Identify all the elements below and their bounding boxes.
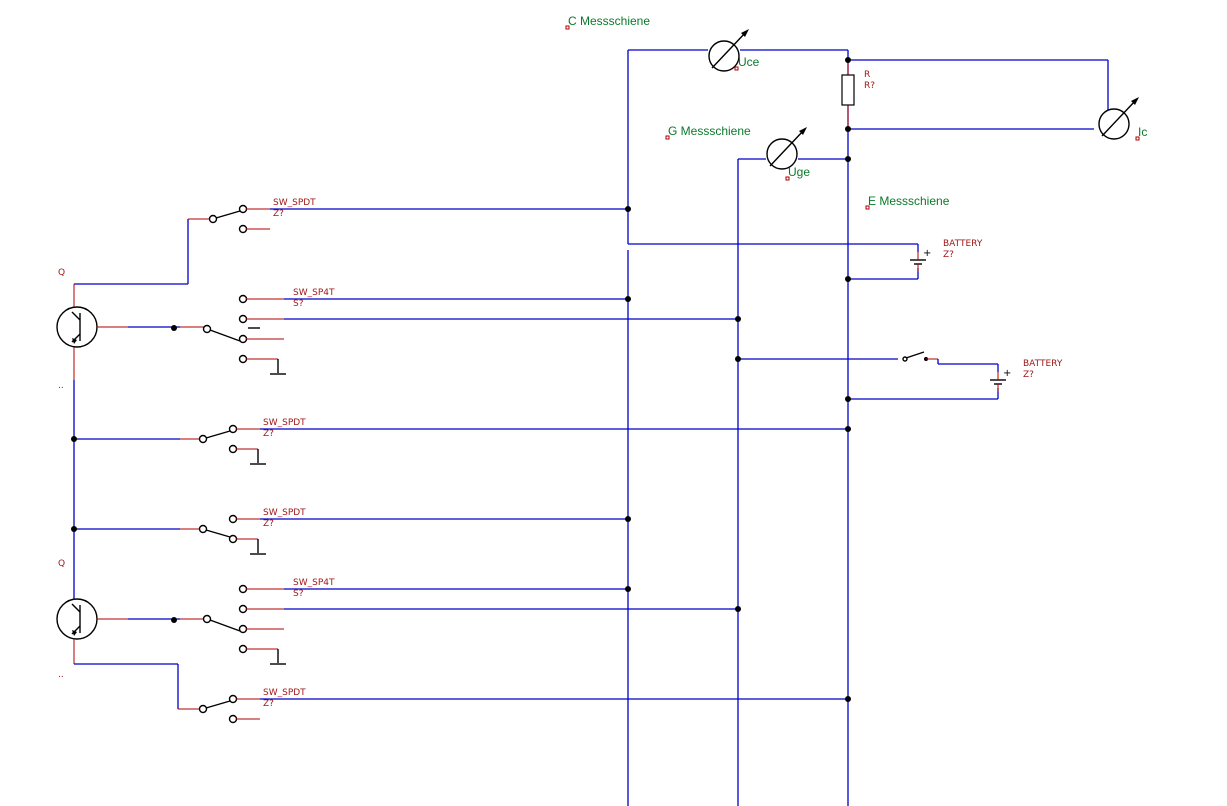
bus-label-c[interactable]: C Messschiene [565, 14, 650, 30]
switch-1-spdt[interactable]: SW_SPDT Z? [74, 198, 628, 285]
switch-2-sp4t[interactable]: SW_SP4T S? [180, 288, 738, 375]
junction-dot [625, 296, 631, 302]
switch-1-ref: SW_SPDT [273, 198, 316, 208]
battery-2-plus: + [1003, 368, 1011, 379]
switch-6-value: Z? [263, 699, 274, 709]
battery-1-plus: + [923, 248, 931, 259]
switch-4-ref: SW_SPDT [263, 508, 306, 518]
battery-1-ref: BATTERY [943, 239, 983, 249]
switch-3-value: Z? [263, 429, 274, 439]
junction-dot [845, 696, 851, 702]
meter-uge-label: Uge [788, 165, 810, 179]
battery-2-value: Z? [1023, 370, 1034, 380]
resistor-body [841, 74, 855, 106]
transistor-1-value: .. [58, 381, 64, 391]
meter-uce-label: Uce [738, 55, 760, 69]
junction-dot [735, 606, 741, 612]
resistor-value: R? [864, 81, 875, 91]
transistor-1-ref: Q [58, 268, 65, 278]
meter-uce[interactable]: Uce [708, 29, 760, 72]
junction-dot [71, 436, 77, 442]
bus-label-g[interactable]: G Messschiene [665, 124, 751, 140]
junction-dot [845, 276, 851, 282]
switch-3-ref: SW_SPDT [263, 418, 306, 428]
switch-5-ref: SW_SP4T [293, 578, 335, 588]
switch-6-spdt[interactable]: SW_SPDT Z? [74, 663, 848, 724]
junction-dot [735, 356, 741, 362]
junction-dot [625, 516, 631, 522]
resistor[interactable]: R R? [841, 60, 875, 129]
meter-uce-port [734, 66, 739, 71]
bus-wires [627, 49, 1109, 806]
switch-5-value: S? [293, 589, 304, 599]
meter-uge-port [785, 176, 790, 181]
battery-2-ref: BATTERY [1023, 359, 1063, 369]
bus-label-c-text: C Messschiene [568, 14, 650, 28]
meter-ic-port [1135, 136, 1140, 141]
battery-1[interactable]: + BATTERY Z? [910, 239, 983, 272]
switch-4-value: Z? [263, 519, 274, 529]
switch-6-ref: SW_SPDT [263, 688, 306, 698]
switch-2-ref: SW_SP4T [293, 288, 335, 298]
switch-3-spdt[interactable]: SW_SPDT Z? [74, 418, 848, 465]
transistor-2-ref: Q [58, 559, 65, 569]
transistor-1[interactable]: Q .. [56, 268, 128, 391]
junction-dot [625, 206, 631, 212]
junction-dot [845, 57, 851, 63]
junction-dot [625, 586, 631, 592]
junction-dot [171, 617, 177, 623]
junctions [71, 57, 851, 702]
transistor-2-value: .. [58, 670, 64, 680]
bus-label-e-text: E Messschiene [868, 194, 950, 208]
battery-switch[interactable] [902, 351, 939, 364]
switch-2-value: S? [293, 299, 304, 309]
meter-uge[interactable]: Uge [766, 127, 810, 181]
meter-ic-label: Ic [1138, 125, 1147, 139]
meter-ic[interactable]: Ic [1098, 97, 1147, 141]
junction-dot [71, 526, 77, 532]
junction-dot [845, 426, 851, 432]
transistor-2[interactable]: Q .. [56, 559, 128, 680]
junction-dot [171, 325, 177, 331]
switch-5-sp4t[interactable]: SW_SP4T S? [180, 578, 738, 665]
battery-2[interactable]: + BATTERY Z? [990, 359, 1063, 392]
junction-dot [735, 316, 741, 322]
bus-label-g-text: G Messschiene [668, 124, 751, 138]
switch-1-value: Z? [273, 209, 284, 219]
junction-dot [845, 396, 851, 402]
switch-4-spdt[interactable]: SW_SPDT Z? [74, 508, 628, 555]
bus-label-e[interactable]: E Messschiene [865, 194, 950, 210]
battery-1-value: Z? [943, 250, 954, 260]
junction-dot [845, 126, 851, 132]
junction-dot [845, 156, 851, 162]
resistor-ref: R [864, 70, 870, 80]
